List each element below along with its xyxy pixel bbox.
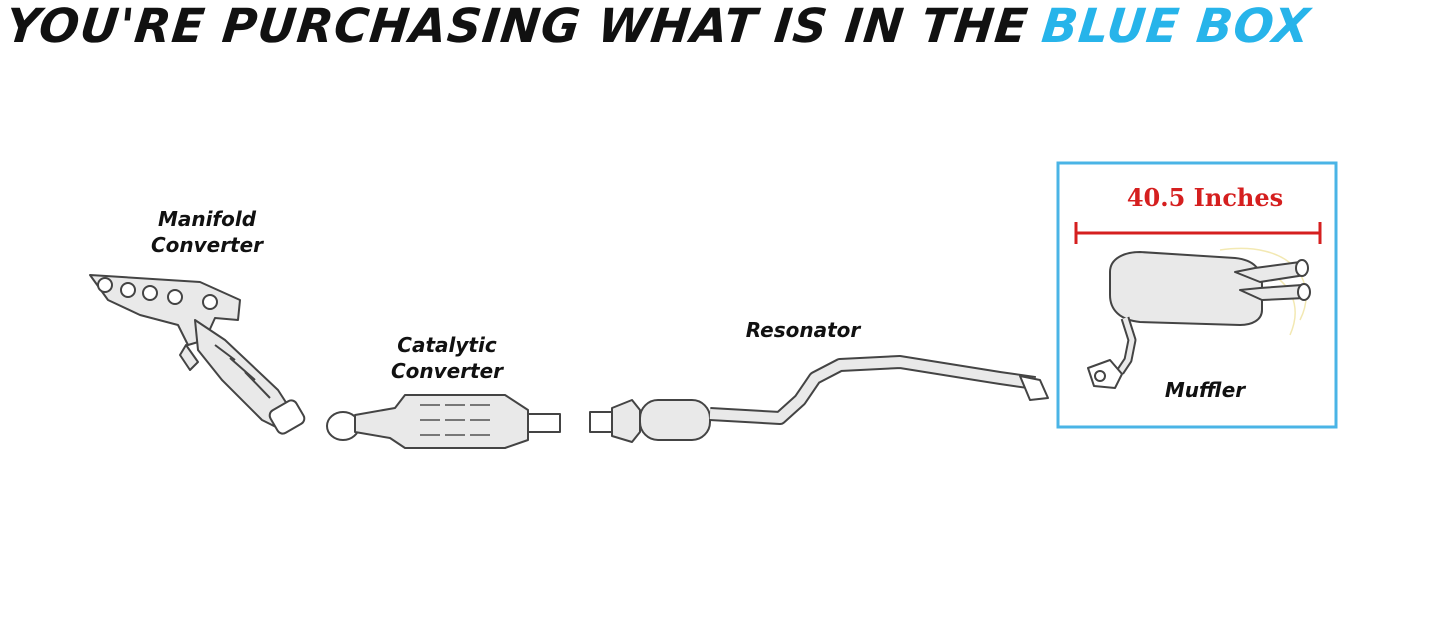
catalytic-label-line2: Converter (390, 359, 504, 383)
catalytic-converter-label: Catalytic Converter (377, 332, 517, 384)
manifold-label-line2: Converter (150, 233, 264, 257)
blue-box-frame (1056, 161, 1338, 429)
catalytic-converter-part (326, 394, 561, 449)
measurement-line (1074, 222, 1322, 244)
manifold-converter-part (89, 274, 306, 435)
measurement-label: 40.5 Inches (1126, 183, 1284, 212)
muffler-label: Muffler (1164, 378, 1246, 402)
manifold-label-line1: Manifold (157, 207, 257, 231)
muffler-part (1087, 251, 1311, 389)
resonator-label: Resonator (745, 318, 861, 342)
catalytic-label-line1: Catalytic (397, 333, 497, 357)
manifold-converter-label: Manifold Converter (137, 206, 277, 258)
resonator-part (589, 355, 1049, 443)
